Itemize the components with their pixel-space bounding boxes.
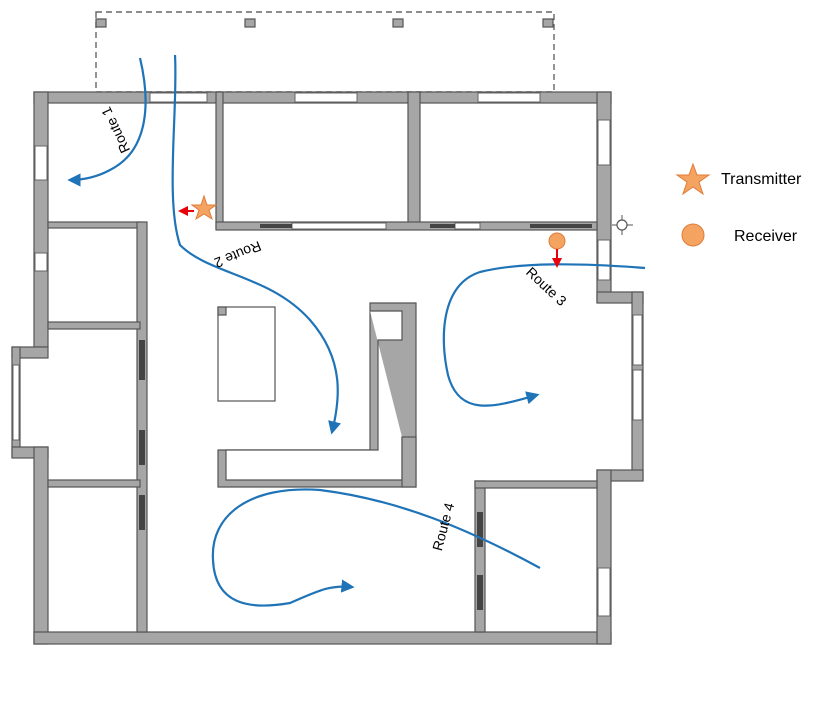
windows: [12, 92, 643, 617]
kitchen-counter: [217, 302, 417, 488]
legend-transmitter-label: Transmitter: [721, 171, 802, 188]
route-3-label: Route 3: [523, 264, 570, 309]
route-1: [67, 57, 147, 187]
transmitter-marker: [178, 194, 218, 221]
route-4: [211, 488, 541, 607]
legend-receiver-label: Receiver: [734, 228, 798, 245]
star-icon: [190, 194, 218, 221]
receiver-marker: [548, 232, 566, 268]
interior-walls: [47, 91, 598, 633]
doors: [139, 224, 592, 610]
circle-icon: [548, 232, 566, 250]
route-2: [171, 54, 341, 435]
route-1-label: Route 1: [98, 104, 133, 155]
route-2-label: Route 2: [212, 238, 264, 271]
balcony: [95, 11, 555, 93]
star-icon: [675, 162, 711, 196]
exterior-walls: [11, 91, 644, 645]
legend: Transmitter Receiver: [675, 162, 802, 247]
kitchen-island: [217, 306, 276, 402]
compass-icon: [612, 215, 633, 235]
circle-icon: [681, 223, 705, 247]
